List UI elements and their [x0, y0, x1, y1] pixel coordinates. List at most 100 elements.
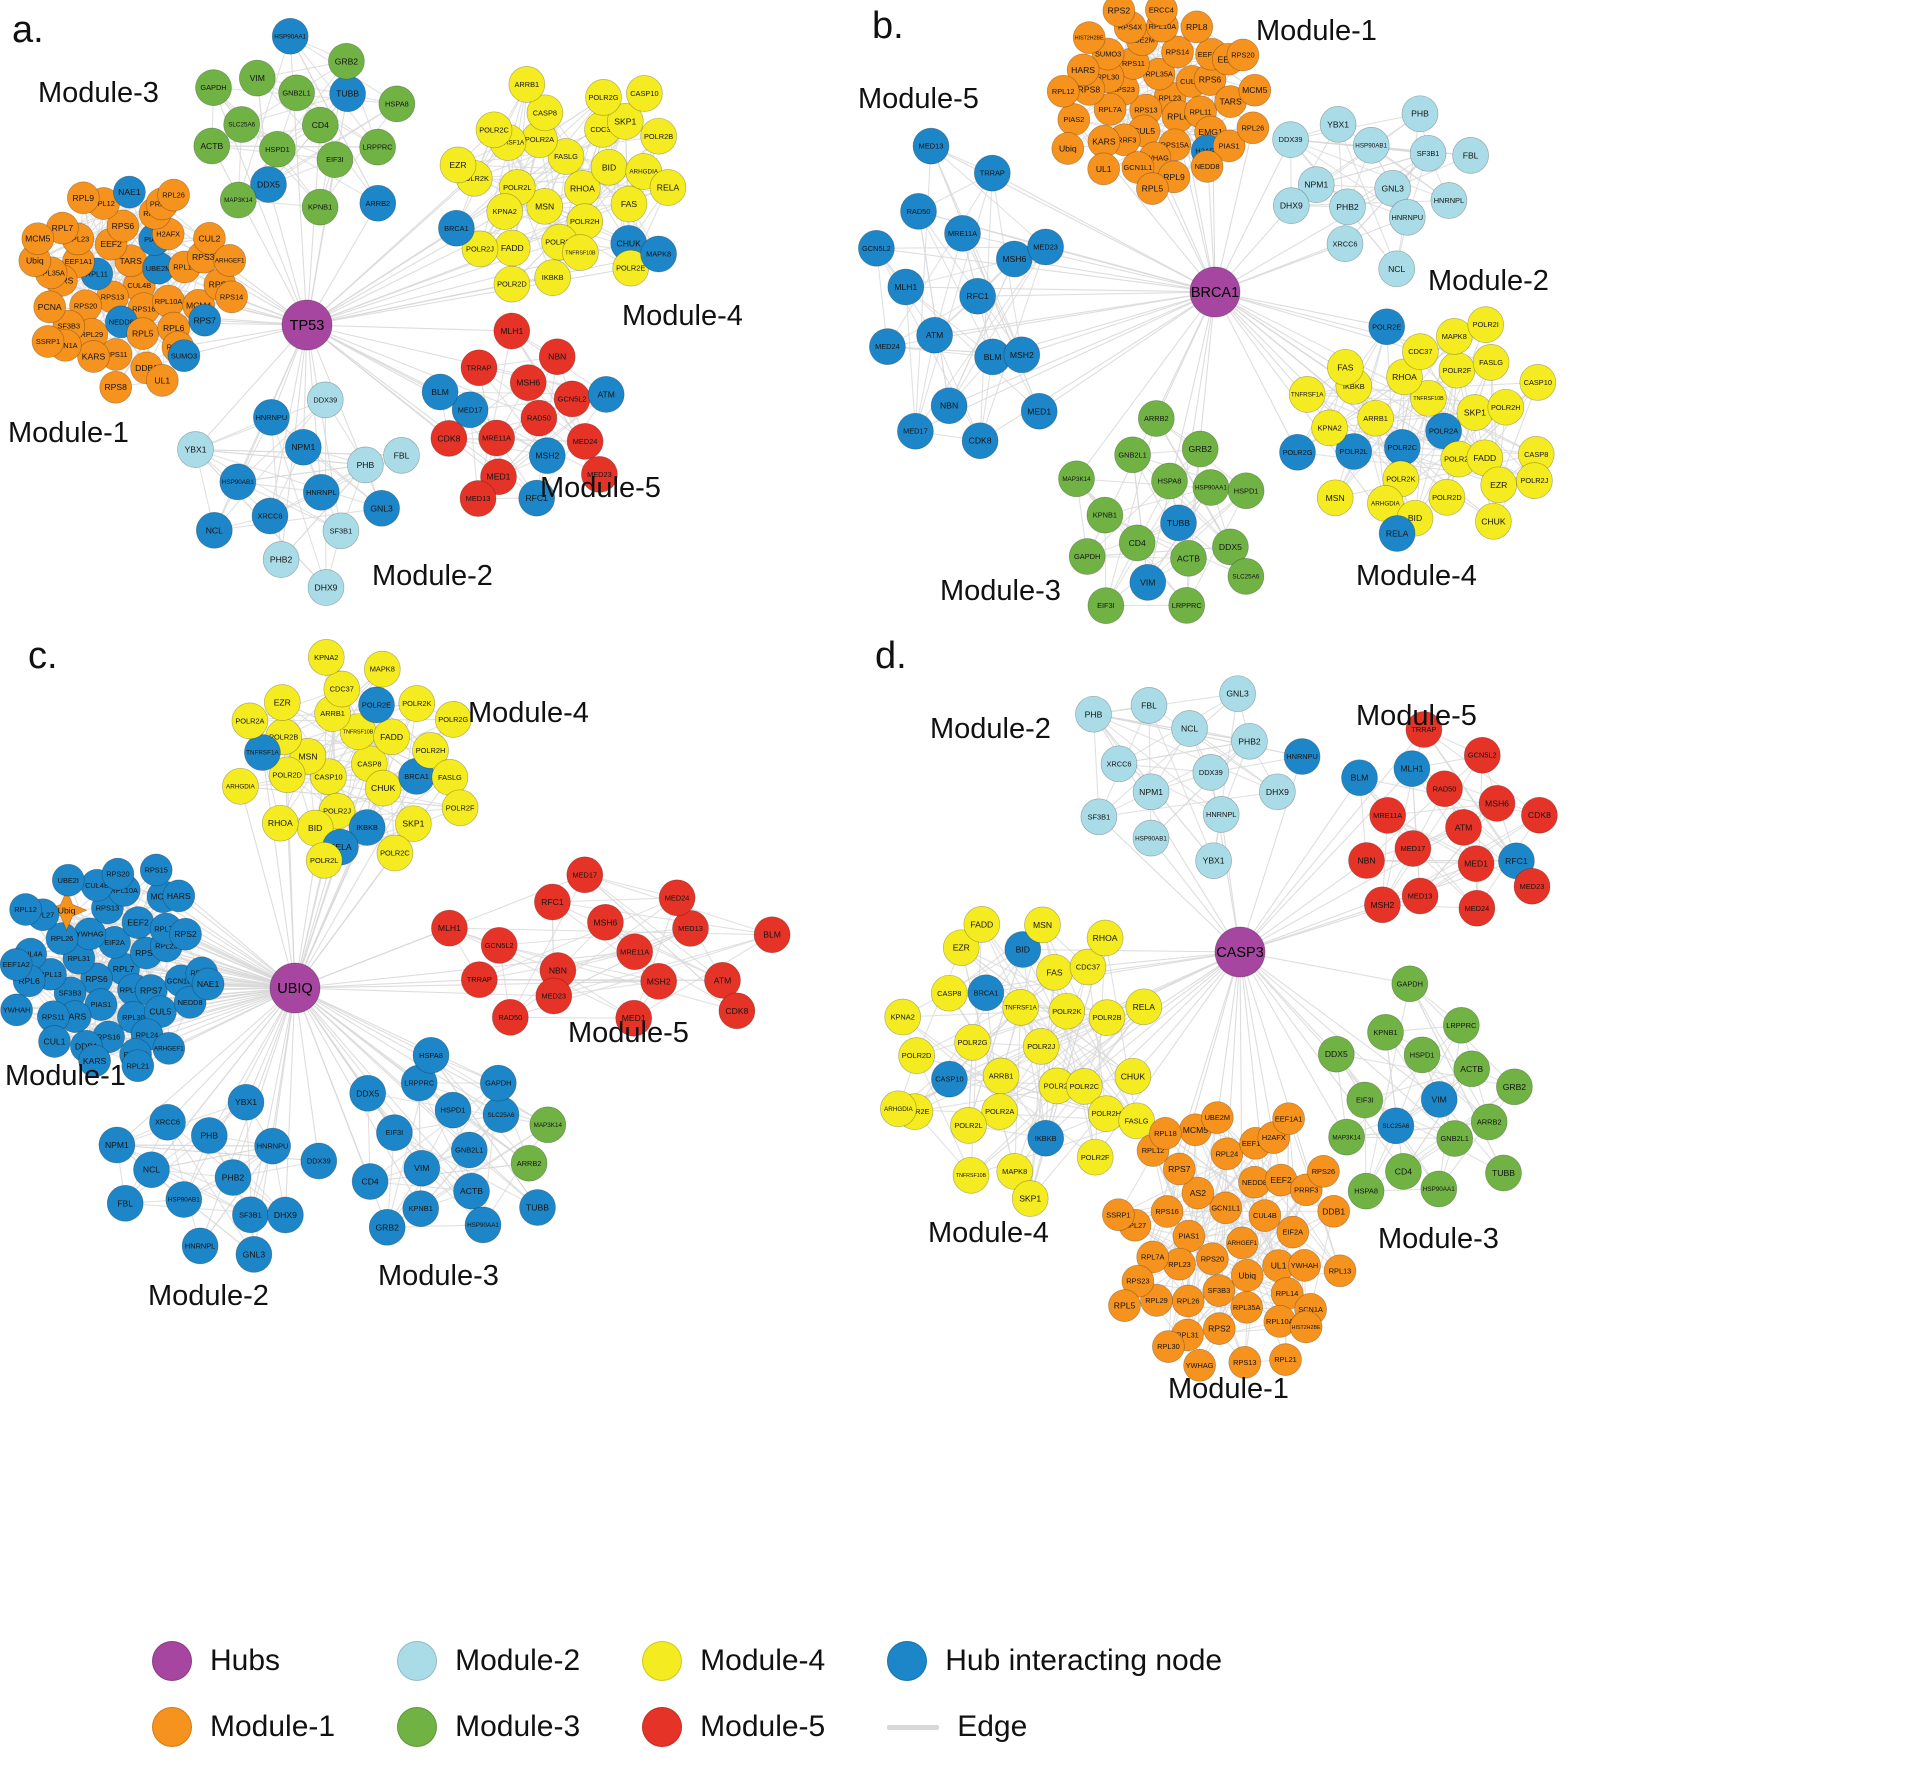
node-MED23[interactable]: MED23: [1513, 867, 1551, 905]
node-RPL24[interactable]: RPL24: [1210, 1137, 1244, 1171]
node-GNL3[interactable]: GNL3: [235, 1236, 273, 1273]
node-MAPK8[interactable]: MAPK8: [363, 650, 401, 688]
node-RPS15[interactable]: RPS15: [139, 853, 173, 887]
node-HNRNPL[interactable]: HNRNPL: [1430, 182, 1468, 219]
node-UL1[interactable]: UL1: [1087, 152, 1121, 186]
node-VIM[interactable]: VIM: [1129, 564, 1167, 601]
node-MED24[interactable]: MED24: [658, 879, 696, 917]
node-LRPPRC[interactable]: LRPPRC: [359, 128, 396, 166]
node-TUBB[interactable]: TUBB: [1160, 504, 1197, 542]
node-SSRP1[interactable]: SSRP1: [1102, 1198, 1135, 1232]
node-POLR2H[interactable]: POLR2H: [1087, 1095, 1125, 1132]
node-YBX1[interactable]: YBX1: [177, 431, 214, 468]
node-SLC25A6[interactable]: SLC25A6: [223, 106, 261, 143]
node-FBL[interactable]: FBL: [1130, 687, 1168, 724]
node-MCM5[interactable]: MCM5: [1238, 73, 1272, 107]
node-MSH6[interactable]: MSH6: [587, 903, 624, 941]
node-RPL26[interactable]: RPL26: [1171, 1284, 1205, 1318]
node-DDX39[interactable]: DDX39: [306, 381, 344, 419]
node-POLR2D[interactable]: POLR2D: [1428, 478, 1466, 516]
node-POLR2G[interactable]: POLR2G: [434, 701, 472, 738]
node-HNRNPU[interactable]: HNRNPU: [253, 399, 290, 436]
node-GRB2[interactable]: GRB2: [1496, 1068, 1533, 1106]
node-RPL35A[interactable]: RPL35A: [1230, 1290, 1264, 1324]
node-HSP90AA1[interactable]: HSP90AA1: [1192, 469, 1230, 506]
node-SKP1[interactable]: SKP1: [1011, 1180, 1049, 1217]
node-CASP10[interactable]: CASP10: [1519, 364, 1557, 401]
node-RPL9[interactable]: RPL9: [66, 181, 100, 215]
node-MAP3K14[interactable]: MAP3K14: [1328, 1118, 1365, 1156]
node-TNFRSF1A[interactable]: TNFRSF1A: [244, 734, 281, 771]
node-TRRAP[interactable]: TRRAP: [973, 154, 1011, 192]
node-NCL[interactable]: NCL: [1171, 710, 1208, 747]
node-MLH1[interactable]: MLH1: [1393, 750, 1431, 787]
node-VIM[interactable]: VIM: [1420, 1081, 1458, 1118]
node-MRE11A[interactable]: MRE11A: [616, 933, 654, 971]
node-YWHAH[interactable]: YWHAH: [1288, 1249, 1321, 1282]
node-ACTB[interactable]: ACTB: [1453, 1050, 1491, 1088]
node-TNFRSF1A[interactable]: TNFRSF1A: [1002, 989, 1039, 1026]
node-RELA[interactable]: RELA: [1125, 988, 1163, 1026]
node-HSP90AA1[interactable]: HSP90AA1: [464, 1206, 502, 1244]
node-GCN5L2[interactable]: GCN5L2: [553, 380, 591, 418]
node-RPS7[interactable]: RPS7: [1162, 1152, 1196, 1186]
node-DHX9[interactable]: DHX9: [1259, 773, 1296, 811]
node-FAS[interactable]: FAS: [610, 185, 648, 223]
node-CD4[interactable]: CD4: [1118, 524, 1156, 562]
node-YBX1[interactable]: YBX1: [1195, 842, 1232, 880]
node-HIST2H2BE[interactable]: HIST2H2BE: [1289, 1310, 1323, 1344]
node-CUL4B[interactable]: CUL4B: [1248, 1199, 1282, 1232]
node-LRPPRC[interactable]: LRPPRC: [1168, 587, 1206, 624]
node-MED13[interactable]: MED13: [1401, 877, 1439, 915]
node-TRRAP[interactable]: TRRAP: [460, 961, 498, 998]
node-RPL26[interactable]: RPL26: [1236, 111, 1270, 145]
node-MSN[interactable]: MSN: [1316, 479, 1354, 517]
node-Ubiq[interactable]: Ubiq: [1051, 132, 1085, 165]
node-RPL26[interactable]: RPL26: [157, 178, 190, 212]
node-FAS[interactable]: FAS: [1327, 348, 1364, 386]
node-GNB2L1[interactable]: GNB2L1: [450, 1131, 488, 1169]
node-SKP1[interactable]: SKP1: [1456, 394, 1494, 431]
node-RELA[interactable]: RELA: [649, 169, 687, 206]
node-ARHGEF1[interactable]: ARHGEF1: [213, 244, 247, 277]
node-ARHGEF1[interactable]: ARHGEF1: [1225, 1226, 1259, 1260]
node-KPNB1[interactable]: KPNB1: [1086, 496, 1124, 534]
node-YBX1[interactable]: YBX1: [1319, 105, 1357, 143]
node-XRCC6[interactable]: XRCC6: [1100, 745, 1138, 783]
node-POLR2L[interactable]: POLR2L: [305, 841, 343, 879]
node-GRB2[interactable]: GRB2: [368, 1208, 406, 1246]
node-RPS20[interactable]: RPS20: [101, 857, 135, 891]
node-GNB2L1[interactable]: GNB2L1: [1114, 436, 1151, 474]
node-GNB2L1[interactable]: GNB2L1: [278, 74, 315, 112]
node-MSH2[interactable]: MSH2: [1364, 886, 1401, 924]
node-KPNB1[interactable]: KPNB1: [301, 188, 339, 226]
node-POLR2F[interactable]: POLR2F: [1076, 1138, 1114, 1176]
node-POLR2B[interactable]: POLR2B: [1088, 999, 1126, 1036]
node-ATM[interactable]: ATM: [1445, 809, 1482, 846]
node-MED1[interactable]: MED1: [1457, 845, 1495, 882]
node-EIF3I[interactable]: EIF3I: [1087, 587, 1125, 624]
node-EEF1A2[interactable]: EEF1A2: [0, 948, 33, 981]
node-MSH6[interactable]: MSH6: [1478, 785, 1516, 822]
node-POLR2J[interactable]: POLR2J: [1516, 462, 1553, 499]
node-RHOA[interactable]: RHOA: [1086, 919, 1124, 957]
node-RPL21[interactable]: RPL21: [121, 1049, 155, 1083]
node-MAPK8[interactable]: MAPK8: [640, 235, 677, 273]
node-RHOA[interactable]: RHOA: [261, 804, 299, 842]
node-FADD[interactable]: FADD: [373, 718, 410, 756]
node-KPNA2[interactable]: KPNA2: [307, 639, 345, 676]
node-KARS[interactable]: KARS: [77, 340, 110, 373]
node-ACTB[interactable]: ACTB: [193, 127, 231, 165]
node-NEDD8[interactable]: NEDD8: [1190, 150, 1224, 183]
node-POLR2L[interactable]: POLR2L: [950, 1107, 987, 1144]
node-POLR2K[interactable]: POLR2K: [398, 685, 436, 722]
node-RPL12[interactable]: RPL12: [9, 893, 42, 926]
node-RPL5[interactable]: RPL5: [1136, 172, 1169, 205]
node-PHB2[interactable]: PHB2: [214, 1159, 252, 1196]
node-POLR2D[interactable]: POLR2D: [493, 265, 531, 303]
node-NPM1[interactable]: NPM1: [1132, 773, 1170, 811]
node-MAP3K14[interactable]: MAP3K14: [529, 1106, 567, 1144]
node-DDX39[interactable]: DDX39: [300, 1142, 338, 1180]
node-ACTB[interactable]: ACTB: [1170, 539, 1207, 577]
node-MED1[interactable]: MED1: [1020, 392, 1058, 430]
